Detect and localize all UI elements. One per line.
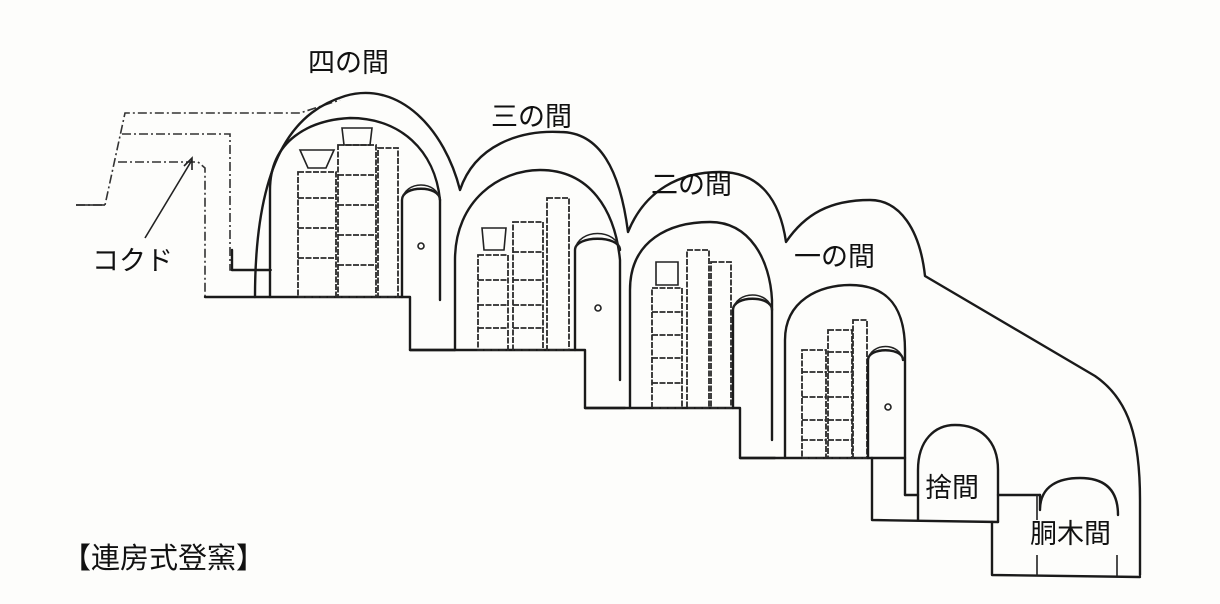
label-chamber-2: 二の間	[651, 170, 732, 201]
label-dogima: 胴木間	[1030, 519, 1111, 550]
chamber-3	[408, 168, 627, 410]
ware-stack-chamber-2	[651, 249, 732, 409]
ware-stack-chamber-3	[477, 197, 570, 351]
diagram-title: 【連房式登窯】	[62, 541, 265, 575]
chamber-1	[738, 283, 907, 497]
sutema-chamber	[870, 423, 1042, 524]
ware-stack-chamber-4	[297, 127, 399, 298]
chamber-2	[583, 220, 777, 460]
flue-lines	[76, 99, 341, 298]
chamber-4	[203, 116, 457, 352]
flue-arrow-head	[183, 156, 193, 170]
flue-arrow-shaft	[144, 159, 193, 239]
kiln-outer-roof	[230, 91, 1142, 577]
label-kokudo-flue: コクド	[92, 246, 173, 277]
label-chamber-4: 四の間	[308, 48, 389, 79]
label-chamber-3: 三の間	[491, 102, 572, 133]
dogima-chamber	[990, 476, 1142, 579]
label-chamber-1: 一の間	[794, 242, 875, 273]
label-sutema: 捨間	[925, 473, 979, 504]
ware-stack-chamber-1	[801, 319, 868, 459]
